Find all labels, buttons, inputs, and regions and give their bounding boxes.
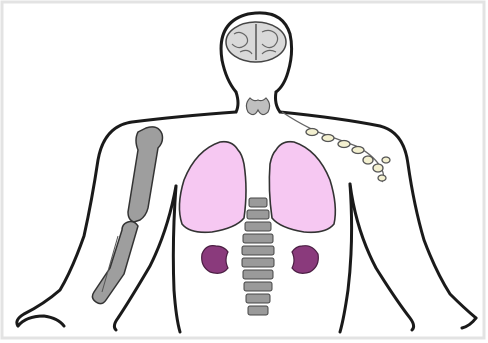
brain-icon — [226, 22, 286, 62]
kidney-left-icon — [202, 246, 228, 274]
kidney-right-icon — [292, 246, 318, 274]
